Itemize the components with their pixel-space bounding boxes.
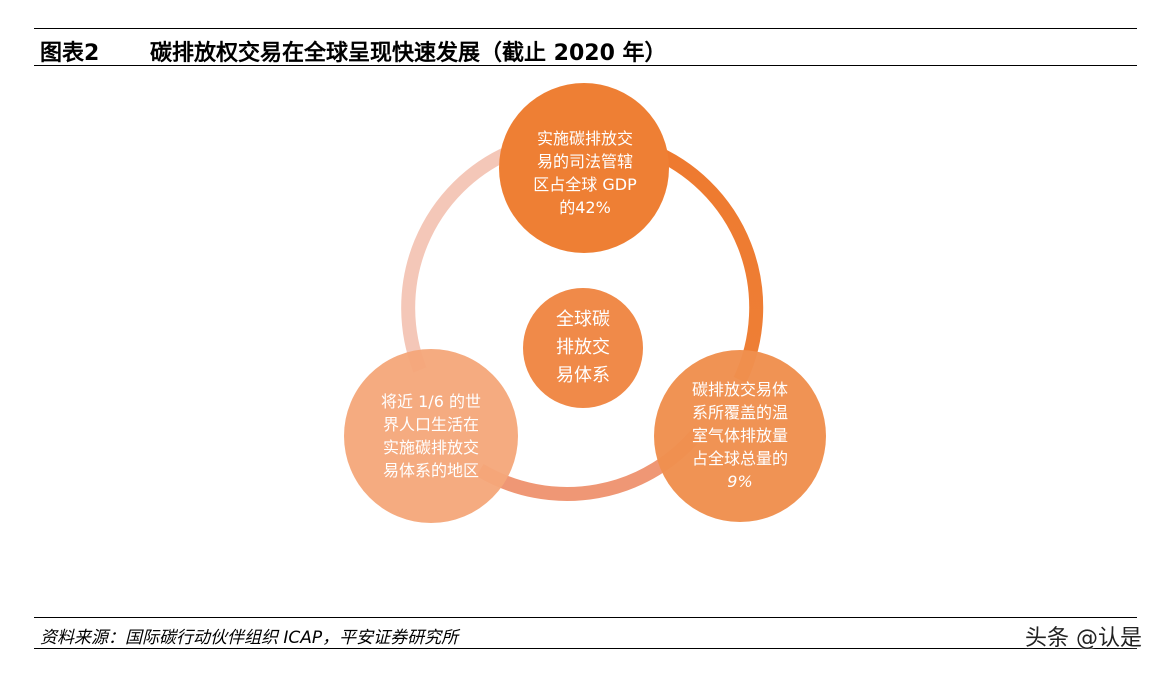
figure-label: 图表2: [40, 41, 100, 66]
node-left-line-3: 实施碳排放交: [382, 438, 479, 457]
node-circle-left: [344, 349, 518, 523]
node-right-line-4: 占全球总量的: [691, 449, 788, 468]
node-text-left: 将近 1/6 的世 界人口生活在 实施碳排放交 易体系的地区: [356, 390, 506, 482]
figure-title: 碳排放权交易在全球呈现快速发展（截止 2020 年）: [150, 41, 667, 66]
center-line-3: 易体系: [556, 365, 610, 386]
node-circle-top: [499, 83, 669, 253]
node-text-top: 实施碳排放交 易的司法管辖 区占全球 GDP 的42%: [510, 127, 660, 219]
source-note: 资料来源：国际碳行动伙伴组织 ICAP，平安证券研究所: [40, 628, 459, 648]
node-left-line-2: 界人口生活在: [382, 415, 479, 434]
node-right-line-3: 室气体排放量: [691, 426, 788, 445]
node-left-line-4: 易体系的地区: [382, 461, 479, 480]
node-top-line-3: 区占全球 GDP: [533, 175, 637, 194]
node-right-line-5: 9%: [727, 472, 753, 491]
node-right-line-1: 碳排放交易体: [691, 380, 788, 399]
node-right-line-2: 系所覆盖的温: [691, 403, 788, 422]
node-top-line-1: 实施碳排放交: [536, 129, 633, 148]
node-top-line-2: 易的司法管辖: [536, 152, 633, 171]
node-left-line-1: 将近 1/6 的世: [381, 392, 481, 411]
ring-arc-left: [401, 145, 513, 373]
node-text-right: 碳排放交易体 系所覆盖的温 室气体排放量 占全球总量的 9%: [665, 378, 815, 493]
node-top-line-4: 的42%: [559, 198, 611, 217]
ring-arc-right: [647, 143, 764, 383]
node-circle-right: [654, 350, 826, 522]
source-footer: 资料来源：国际碳行动伙伴组织 ICAP，平安证券研究所: [34, 617, 1137, 649]
center-text: 全球碳 排放交 易体系: [523, 306, 643, 390]
center-line-2: 排放交: [556, 337, 610, 358]
center-circle: [523, 288, 643, 408]
watermark: 头条 @认是: [1025, 626, 1142, 651]
center-line-1: 全球碳: [556, 309, 610, 330]
figure-header: 图表2 碳排放权交易在全球呈现快速发展（截止 2020 年）: [34, 28, 1137, 66]
